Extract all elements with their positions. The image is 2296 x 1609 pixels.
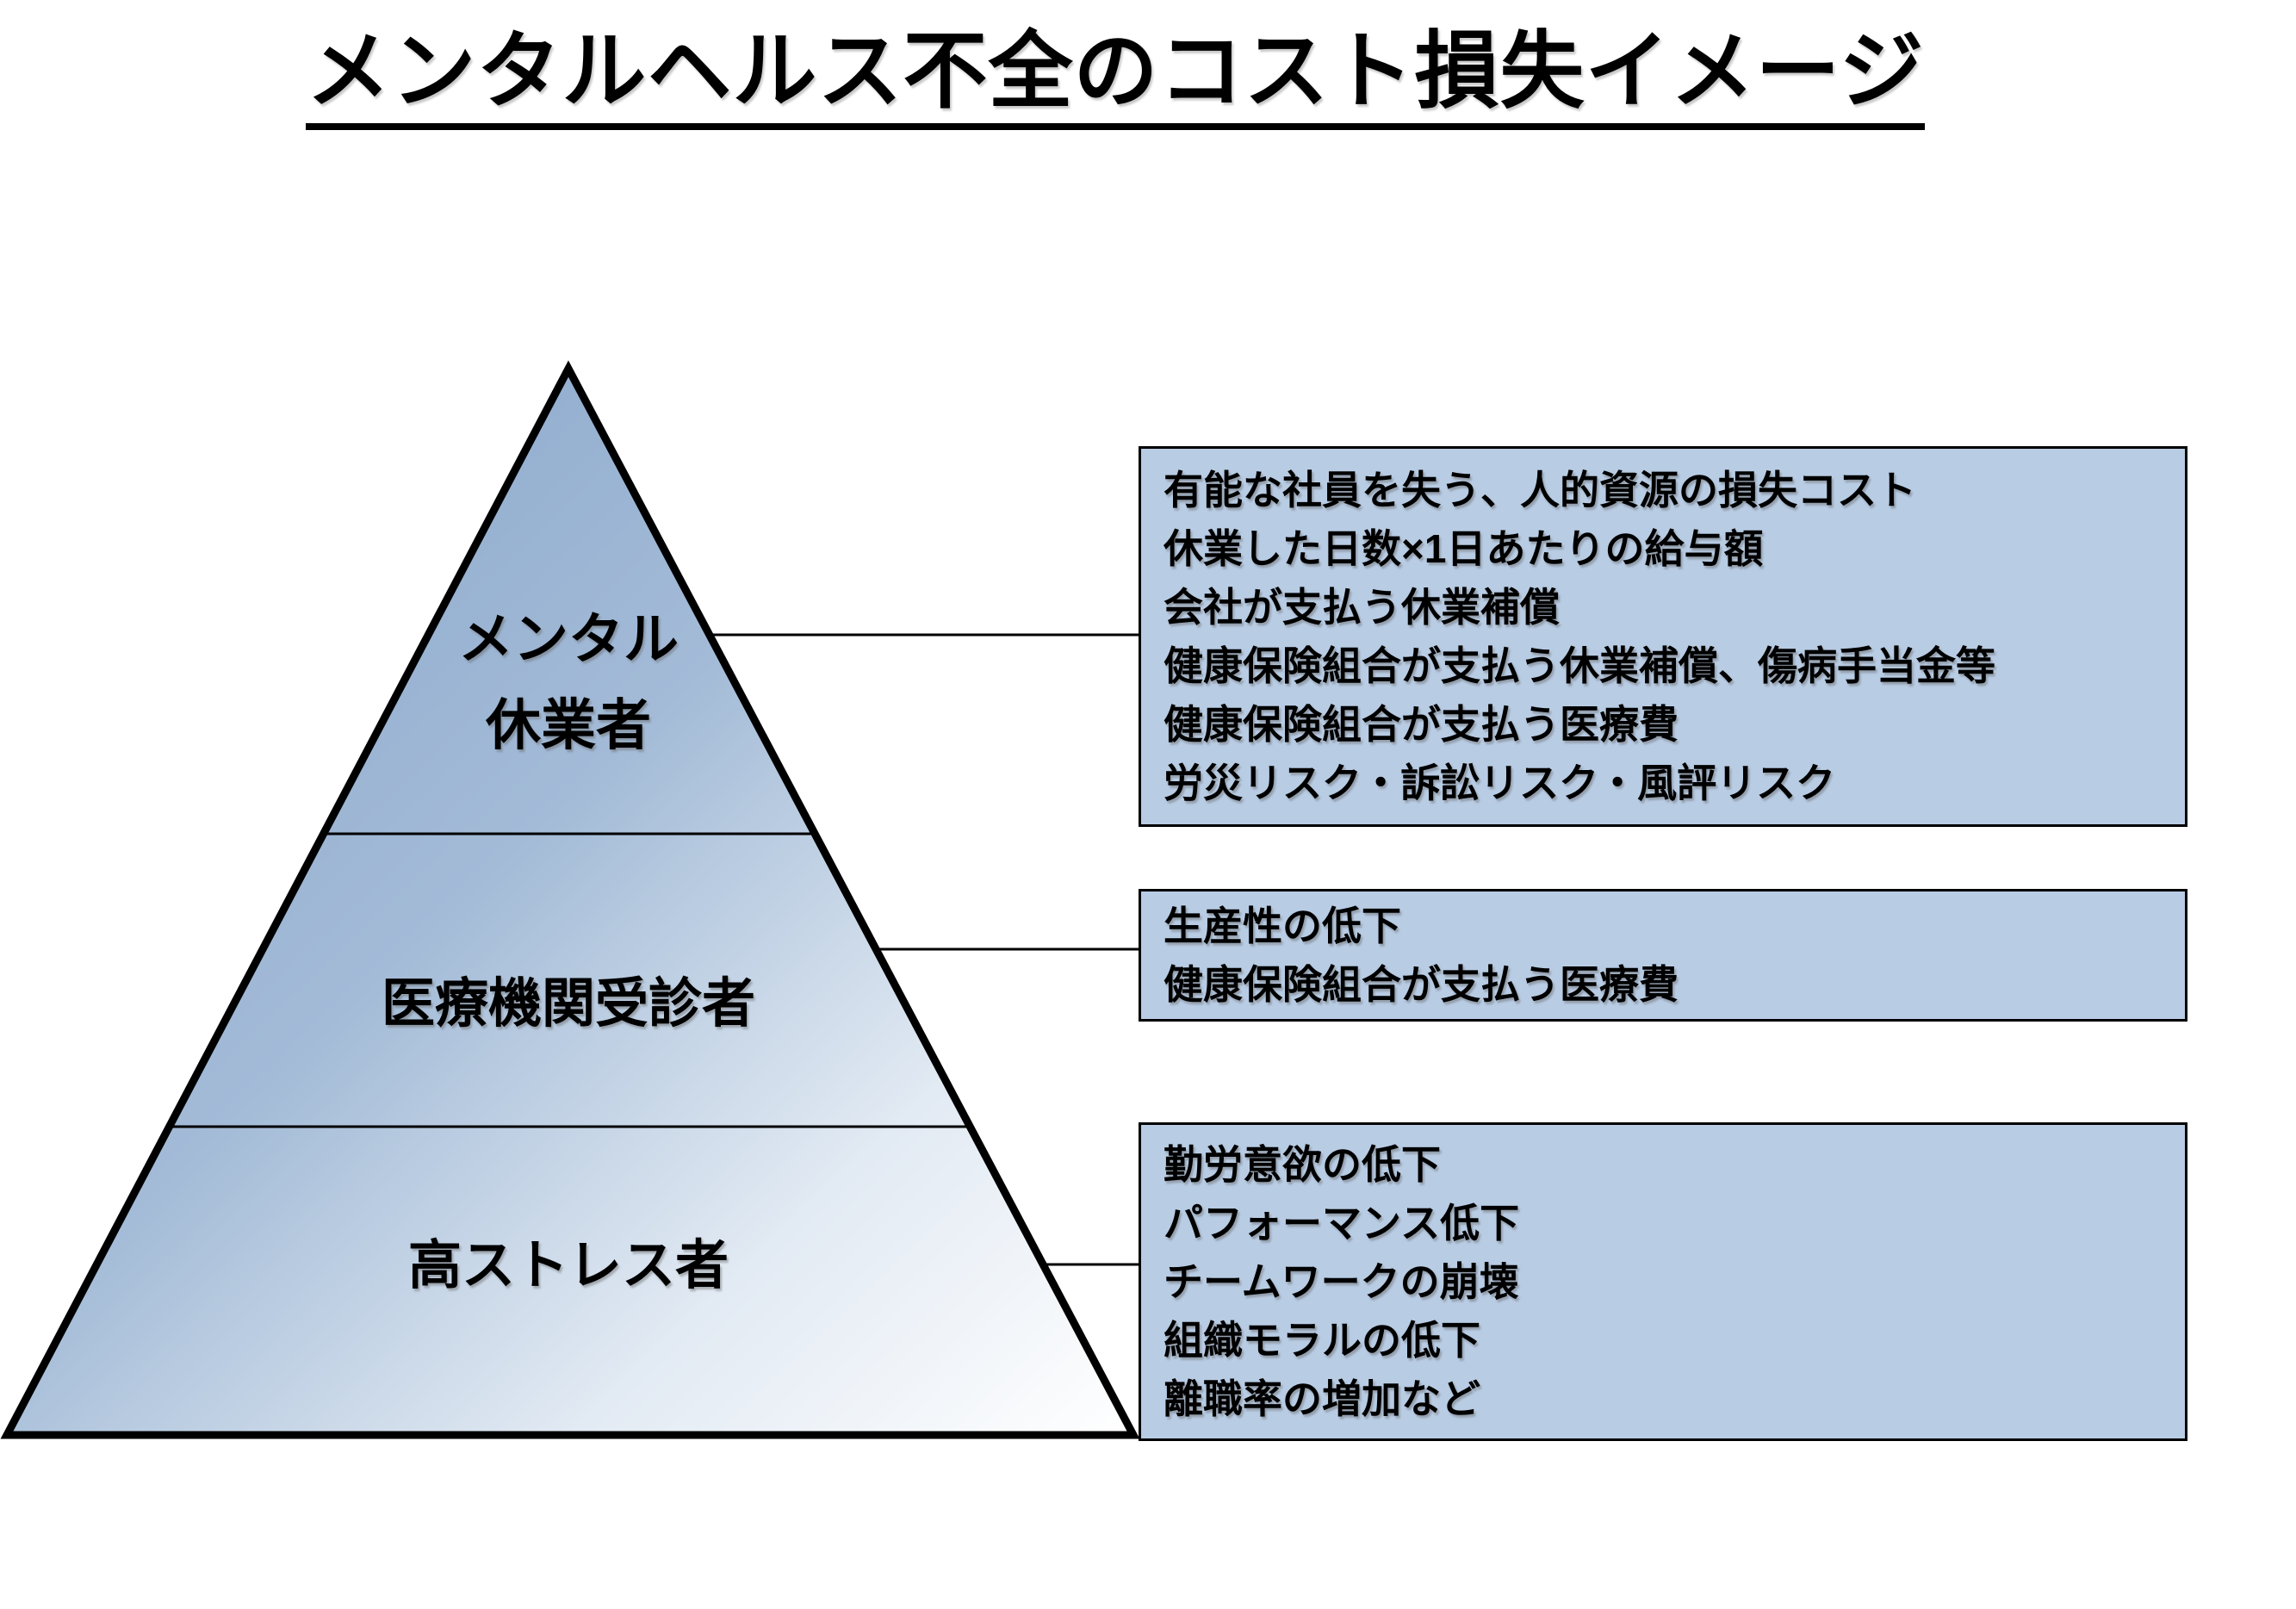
tier-label-medical-visitors: 医療機関受診者	[224, 961, 913, 1047]
title-container: メンタルヘルス不全のコスト損失イメージ	[0, 22, 2231, 130]
pyramid-shape	[0, 360, 1140, 1439]
cost-box-medical-visitors: 生産性の低下 健康保険組合が支払う医療費	[1139, 889, 2187, 1022]
cost-item: 健康保険組合が支払う休業補償、傷病手当金等	[1164, 643, 1995, 688]
tier-label-line: メンタル	[458, 608, 679, 670]
tier-label-line: 休業者	[486, 694, 651, 756]
tier-label-line: 高ストレス者	[407, 1236, 729, 1295]
cost-item: 離職率の増加など	[1164, 1376, 1480, 1421]
cost-item: 健康保険組合が支払う医療費	[1164, 702, 1679, 747]
cost-item: 休業した日数×1日あたりの給与額	[1164, 526, 1764, 571]
cost-item: 労災リスク・訴訟リスク・風評リスク	[1164, 761, 1836, 805]
cost-item: チームワークの崩壊	[1164, 1259, 1519, 1304]
tier-label-mental-leave: メンタル 休業者	[310, 596, 827, 768]
cost-item: 有能な社員を失う、人的資源の損失コスト	[1164, 468, 1916, 513]
cost-item: パフォーマンス低下	[1164, 1201, 1520, 1246]
cost-item: 組織モラルの低下	[1164, 1318, 1480, 1363]
cost-box-high-stress: 勤労意欲の低下 パフォーマンス低下 チームワークの崩壊 組織モラルの低下 離職率…	[1139, 1122, 2187, 1441]
tier-label-line: 医療機関受診者	[381, 974, 755, 1034]
cost-item: 健康保険組合が支払う医療費	[1164, 962, 1679, 1007]
cost-box-mental-leave: 有能な社員を失う、人的資源の損失コスト 休業した日数×1日あたりの給与額 会社が…	[1139, 446, 2187, 827]
tier-label-high-stress: 高ストレス者	[224, 1223, 913, 1309]
cost-item: 生産性の低下	[1164, 904, 1401, 948]
page-title: メンタルヘルス不全のコスト損失イメージ	[306, 22, 1925, 130]
cost-item: 会社が支払う休業補償	[1164, 585, 1560, 630]
cost-item: 勤労意欲の低下	[1164, 1142, 1441, 1187]
